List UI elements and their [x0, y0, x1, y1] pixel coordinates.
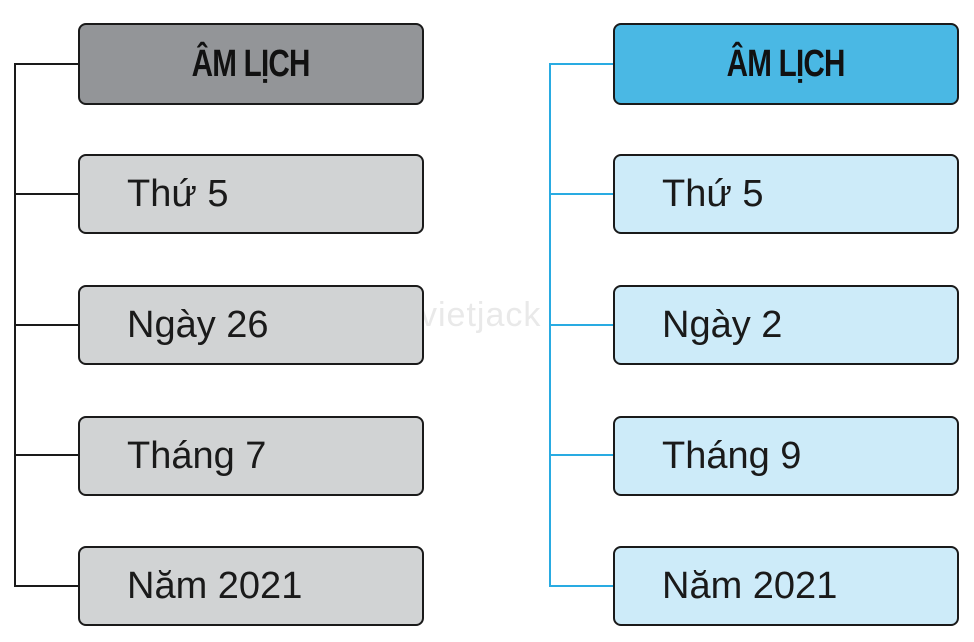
left-item-label: Tháng 7: [127, 434, 267, 477]
right-item-label: Thứ 5: [662, 172, 764, 215]
right-header-box: ÂM LỊCH: [613, 23, 959, 105]
left-item-label: Ngày 26: [127, 303, 269, 346]
right-item-label: Năm 2021: [662, 564, 838, 607]
right-item-month: Tháng 9: [613, 416, 959, 496]
right-connector: [549, 63, 613, 587]
left-item-weekday: Thứ 5: [78, 154, 424, 234]
left-item-label: Năm 2021: [127, 564, 303, 607]
left-header-title: ÂM LỊCH: [191, 42, 311, 85]
left-header-box: ÂM LỊCH: [78, 23, 424, 105]
left-item-day: Ngày 26: [78, 285, 424, 365]
watermark: vietjack: [420, 296, 542, 334]
right-item-weekday: Thứ 5: [613, 154, 959, 234]
right-item-label: Ngày 2: [662, 303, 783, 346]
left-connector: [14, 63, 78, 587]
right-item-day: Ngày 2: [613, 285, 959, 365]
left-item-label: Thứ 5: [127, 172, 229, 215]
left-item-month: Tháng 7: [78, 416, 424, 496]
left-item-year: Năm 2021: [78, 546, 424, 626]
right-header-title: ÂM LỊCH: [726, 42, 846, 85]
right-item-year: Năm 2021: [613, 546, 959, 626]
right-item-label: Tháng 9: [662, 434, 802, 477]
